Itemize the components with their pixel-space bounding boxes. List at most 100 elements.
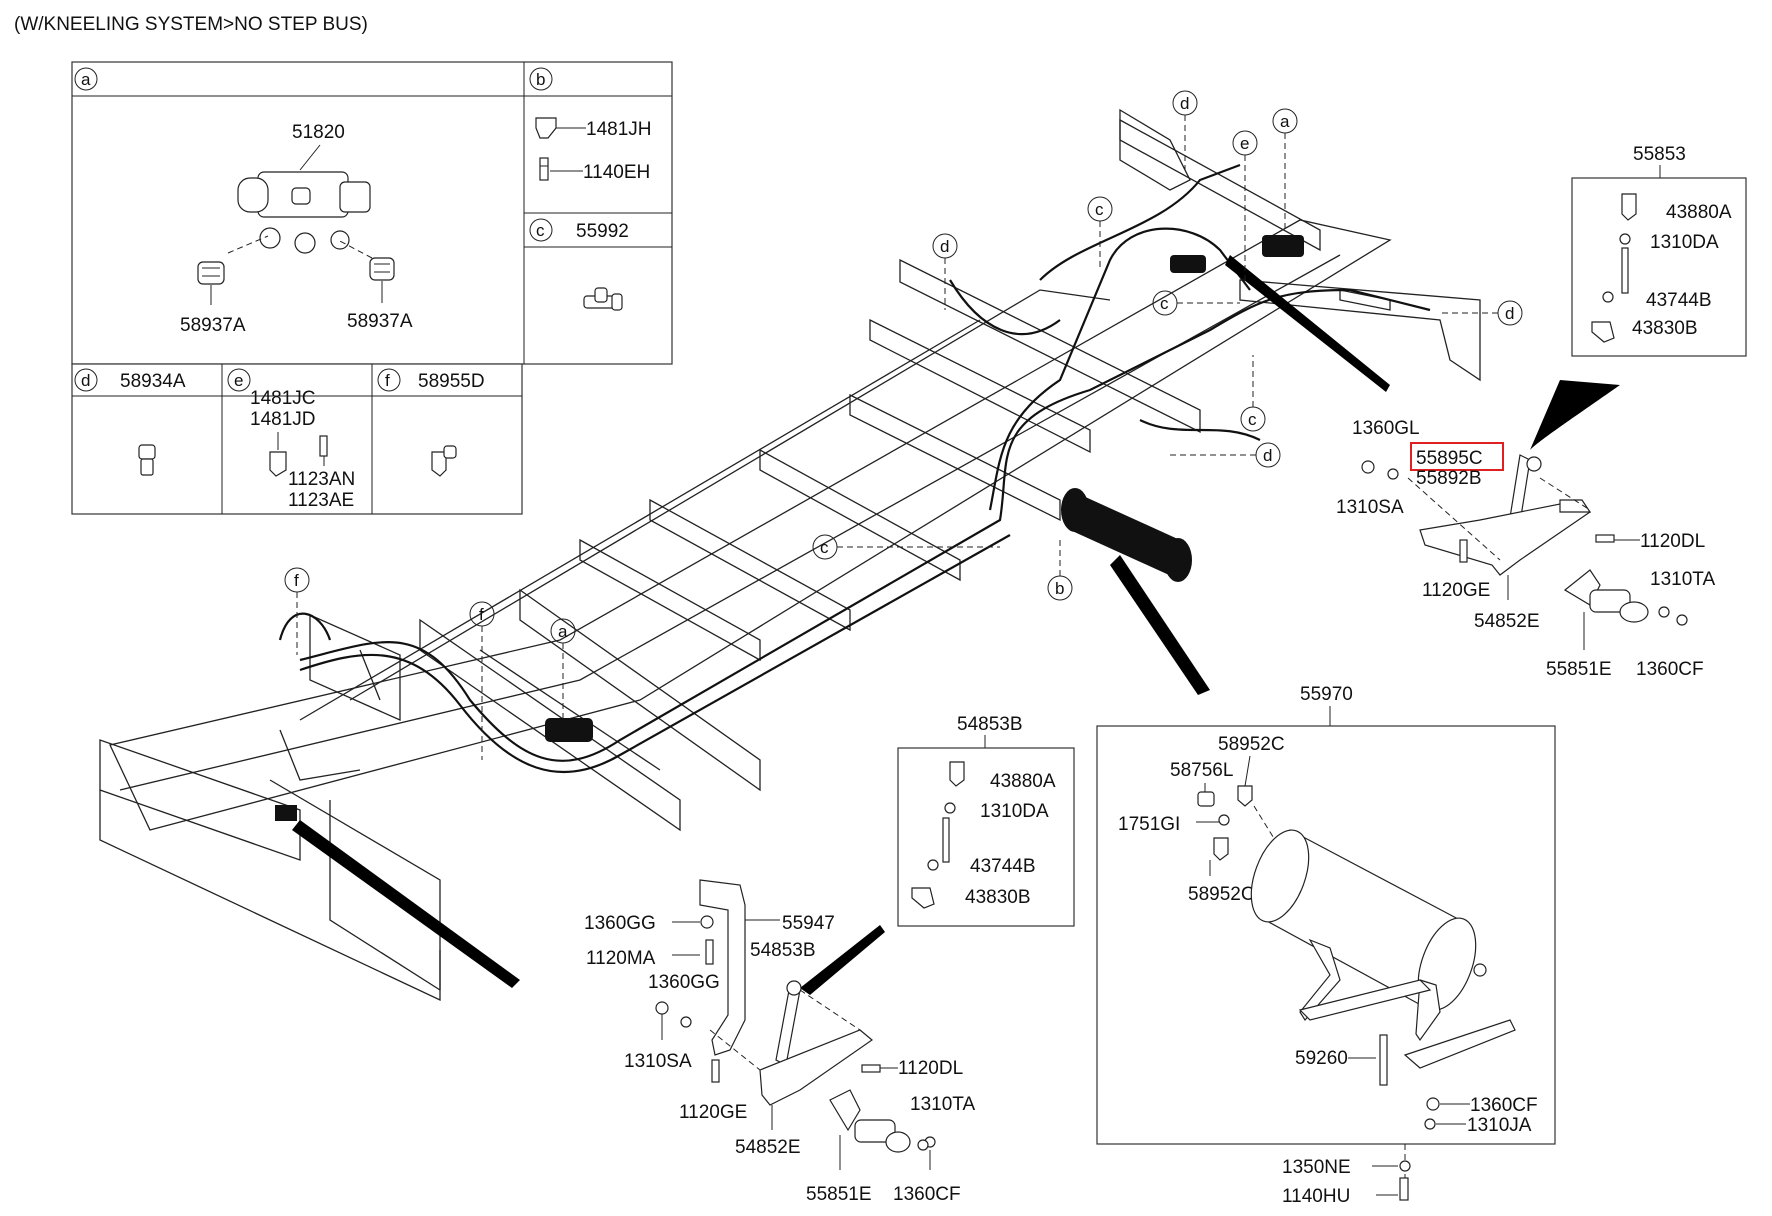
pointer-wedges xyxy=(292,255,1620,995)
svg-text:f: f xyxy=(294,571,299,590)
svg-text:f: f xyxy=(479,605,484,624)
svg-text:d: d xyxy=(1505,304,1514,323)
label-55853[interactable]: 55853 xyxy=(1633,144,1686,165)
label-51820[interactable]: 51820 xyxy=(292,122,345,143)
chassis-rear-sensor xyxy=(275,805,297,821)
label-43830B-bottom[interactable]: 43830B xyxy=(965,887,1031,908)
fitting-right-icon xyxy=(369,257,395,281)
box-c: c 55992 xyxy=(529,218,629,311)
chassis-valve-front xyxy=(1170,235,1304,273)
label-1310SA-front[interactable]: 1310SA xyxy=(1336,497,1404,518)
label-1481JD[interactable]: 1481JD xyxy=(250,409,316,430)
diagram-caption: (W/KNEELING SYSTEM>NO STEP BUS) xyxy=(14,14,368,35)
svg-text:b: b xyxy=(536,70,545,89)
label-58937A-right[interactable]: 58937A xyxy=(347,311,413,332)
label-55892B[interactable]: 55892B xyxy=(1416,468,1482,489)
label-1360GG-1[interactable]: 1360GG xyxy=(584,913,656,934)
label-1120MA[interactable]: 1120MA xyxy=(586,948,656,969)
rear-valve-group: 1360GG 55947 1120MA 54853B 1360GG 1310SA… xyxy=(584,879,975,1205)
box-f: f 58955D xyxy=(377,368,485,477)
svg-text:c: c xyxy=(820,538,829,557)
rod-assembly-top: 55853 43880A 1310DA 43744B 43830B xyxy=(1571,144,1747,357)
callout-c-left: c xyxy=(812,534,1000,560)
label-1360CF-tank[interactable]: 1360CF xyxy=(1470,1095,1538,1116)
label-1310DA-top[interactable]: 1310DA xyxy=(1650,232,1719,253)
label-55851E-front[interactable]: 55851E xyxy=(1546,659,1612,680)
screw-icon xyxy=(539,157,549,181)
label-1120DL-rear[interactable]: 1120DL xyxy=(898,1058,963,1079)
label-43744B-top[interactable]: 43744B xyxy=(1646,290,1712,311)
label-1140EH[interactable]: 1140EH xyxy=(583,162,650,183)
callout-c-circle: c xyxy=(529,218,553,242)
callout-b-tank: b xyxy=(1047,540,1073,601)
label-1481JC[interactable]: 1481JC xyxy=(250,388,316,409)
label-43880A-bottom[interactable]: 43880A xyxy=(990,771,1056,792)
label-1120GE-front[interactable]: 1120GE xyxy=(1422,580,1490,601)
below-tank-fasteners: 1350NE 1140HU xyxy=(1282,1144,1411,1207)
label-58955D[interactable]: 58955D xyxy=(418,371,485,392)
callout-a-mid: a xyxy=(550,618,576,718)
air-lines xyxy=(278,163,1431,774)
bracket-clip-icon xyxy=(269,435,328,477)
label-43880A-top[interactable]: 43880A xyxy=(1666,202,1732,223)
label-1310TA-rear[interactable]: 1310TA xyxy=(910,1094,975,1115)
callout-d-mid: d xyxy=(1170,442,1281,468)
label-54852E-front[interactable]: 54852E xyxy=(1474,611,1540,632)
rod-assembly-bottom: 54853B 43880A 1310DA 43744B 43830B xyxy=(897,714,1075,927)
label-1751GI[interactable]: 1751GI xyxy=(1118,814,1180,835)
callout-d-right: d xyxy=(1440,300,1523,326)
label-55970[interactable]: 55970 xyxy=(1300,684,1353,705)
label-58952C-bottom[interactable]: 58952C xyxy=(1188,884,1255,905)
label-55895C[interactable]: 55895C xyxy=(1416,448,1483,469)
label-55851E-rear[interactable]: 55851E xyxy=(806,1184,872,1205)
label-59260[interactable]: 59260 xyxy=(1295,1048,1348,1069)
label-58937A-left[interactable]: 58937A xyxy=(180,315,246,336)
label-55947[interactable]: 55947 xyxy=(782,913,835,934)
elbow-fitting-icon xyxy=(431,445,457,477)
callout-c-upper: c xyxy=(1087,196,1113,268)
callout-f-circle: f xyxy=(377,368,401,392)
label-1310SA-rear[interactable]: 1310SA xyxy=(624,1051,692,1072)
label-58952C-top[interactable]: 58952C xyxy=(1218,734,1285,755)
label-1360GL[interactable]: 1360GL xyxy=(1352,418,1420,439)
label-55992[interactable]: 55992 xyxy=(576,221,629,242)
label-1310DA-bottom[interactable]: 1310DA xyxy=(980,801,1049,822)
label-1310JA[interactable]: 1310JA xyxy=(1467,1115,1532,1136)
callout-d-left: d xyxy=(932,233,958,310)
tee-fitting-icon xyxy=(583,287,623,311)
label-1120DL-front[interactable]: 1120DL xyxy=(1640,531,1705,552)
label-58934A[interactable]: 58934A xyxy=(120,371,186,392)
box-d: d 58934A xyxy=(74,368,186,476)
chassis-air-tank xyxy=(1061,488,1192,582)
label-1350NE[interactable]: 1350NE xyxy=(1282,1157,1351,1178)
label-58756L[interactable]: 58756L xyxy=(1170,760,1233,781)
label-1120GE-rear[interactable]: 1120GE xyxy=(679,1102,747,1123)
svg-text:e: e xyxy=(234,371,243,390)
label-43830B-top[interactable]: 43830B xyxy=(1632,318,1698,339)
svg-text:a: a xyxy=(81,70,91,89)
label-1360CF-rear[interactable]: 1360CF xyxy=(893,1184,961,1205)
svg-text:a: a xyxy=(558,622,568,641)
label-1123AN[interactable]: 1123AN xyxy=(288,469,355,490)
svg-text:d: d xyxy=(81,371,90,390)
svg-text:f: f xyxy=(385,371,390,390)
label-54853B-box[interactable]: 54853B xyxy=(957,714,1023,735)
label-1123AE[interactable]: 1123AE xyxy=(288,490,354,511)
callout-c-mid: c xyxy=(1152,290,1240,316)
label-1360GG-2[interactable]: 1360GG xyxy=(648,972,720,993)
fitting-left-icon xyxy=(197,261,225,285)
label-1481JH[interactable]: 1481JH xyxy=(586,119,652,140)
label-43744B-bottom[interactable]: 43744B xyxy=(970,856,1036,877)
svg-text:c: c xyxy=(1160,294,1169,313)
callout-c-lower: c xyxy=(1240,355,1266,432)
label-54853B-rear[interactable]: 54853B xyxy=(750,940,816,961)
label-54852E-rear[interactable]: 54852E xyxy=(735,1137,801,1158)
label-1310TA-front[interactable]: 1310TA xyxy=(1650,569,1715,590)
air-tank-panel: 55970 58952C 58756L 1751GI 58952C 59260 xyxy=(1096,684,1556,1145)
svg-text:c: c xyxy=(1248,410,1257,429)
label-1360CF-front[interactable]: 1360CF xyxy=(1636,659,1704,680)
label-1140HU[interactable]: 1140HU xyxy=(1282,1186,1350,1207)
callout-d-circle: d xyxy=(74,368,98,392)
front-valve-group: 1360GL 55895C 55892B 1310SA 1120DL 1310T… xyxy=(1336,418,1715,680)
